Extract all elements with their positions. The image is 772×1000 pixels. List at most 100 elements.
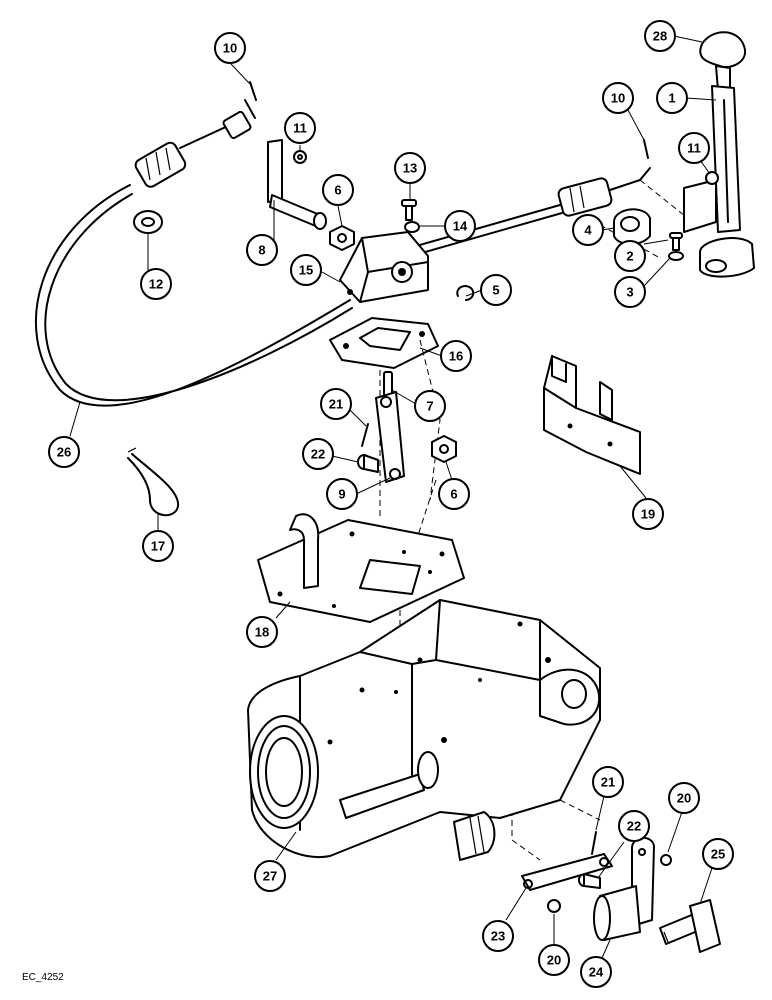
callout-16: 16 [440, 340, 472, 372]
svg-text:28: 28 [653, 29, 667, 44]
callout-24: 24 [580, 956, 612, 988]
screw-13 [401, 199, 417, 221]
nut-20-right [660, 854, 672, 866]
svg-text:24: 24 [589, 965, 604, 980]
callout-28: 28 [644, 20, 676, 52]
nut-6-upper [329, 225, 355, 251]
split-pin-10-left [249, 81, 257, 101]
valve-body-27 [247, 599, 601, 861]
lever-base-bracket [683, 179, 755, 278]
callout-20-right: 20 [668, 782, 700, 814]
callout-8: 8 [246, 234, 278, 266]
callout-19: 19 [632, 498, 664, 530]
svg-text:16: 16 [449, 349, 463, 364]
nut-20-left [547, 899, 561, 913]
svg-text:10: 10 [223, 41, 237, 56]
svg-text:19: 19 [641, 507, 655, 522]
callout-20-left: 20 [538, 944, 570, 976]
svg-text:11: 11 [687, 141, 701, 156]
callout-2: 2 [614, 240, 646, 272]
callout-1: 1 [656, 82, 688, 114]
svg-text:22: 22 [311, 447, 325, 462]
svg-text:25: 25 [711, 847, 725, 862]
svg-text:7: 7 [426, 399, 433, 414]
washer-14 [404, 221, 420, 233]
callout-11-right: 11 [678, 132, 710, 164]
callout-9: 9 [326, 478, 358, 510]
svg-text:20: 20 [547, 953, 561, 968]
svg-text:2: 2 [626, 249, 633, 264]
mounting-plate-18 [257, 513, 465, 623]
washer-12 [133, 210, 163, 234]
bracket-19 [543, 355, 641, 475]
svg-text:22: 22 [627, 819, 641, 834]
cable-end-fitting-left [134, 99, 256, 188]
lever-pin-8 [267, 139, 327, 230]
svg-text:6: 6 [334, 183, 341, 198]
svg-text:9: 9 [338, 487, 345, 502]
callout-15: 15 [290, 254, 322, 286]
svg-text:15: 15 [299, 263, 313, 278]
callout-13: 13 [394, 152, 426, 184]
lever-arm-24 [593, 837, 655, 941]
callout-25: 25 [702, 838, 734, 870]
svg-text:23: 23 [491, 929, 505, 944]
callout-21-lower: 21 [592, 766, 624, 798]
callout-3: 3 [614, 276, 646, 308]
svg-text:20: 20 [677, 791, 691, 806]
cable-end-fitting-right [557, 167, 651, 217]
svg-text:27: 27 [263, 869, 277, 884]
svg-text:17: 17 [151, 539, 165, 554]
svg-text:10: 10 [611, 91, 625, 106]
callout-10-left: 10 [214, 32, 246, 64]
reference-code: EC_4252 [22, 972, 64, 983]
leader-lines [69, 35, 717, 959]
svg-text:8: 8 [258, 243, 265, 258]
svg-text:12: 12 [149, 277, 163, 292]
callout-27: 27 [254, 860, 286, 892]
callout-4: 4 [572, 214, 604, 246]
callout-5: 5 [480, 274, 512, 306]
gasket-16 [329, 317, 439, 369]
link-23 [521, 853, 613, 891]
callout-7: 7 [414, 390, 446, 422]
split-pin-21-lower [591, 831, 597, 855]
screw-2 [669, 232, 683, 251]
assembly-line-center [379, 339, 441, 640]
callout-14: 14 [444, 210, 476, 242]
callout-17: 17 [142, 530, 174, 562]
svg-text:13: 13 [403, 161, 417, 176]
split-pin-21-upper [361, 423, 369, 447]
clevis-pin-22-upper [357, 454, 379, 473]
callout-10-right: 10 [602, 82, 634, 114]
clevis-pin-22-lower [578, 873, 601, 889]
circlip-5 [456, 285, 475, 301]
link-9 [375, 391, 405, 483]
split-pin-10-right [643, 139, 649, 159]
roll-pin-7 [383, 371, 393, 397]
svg-text:1: 1 [668, 91, 675, 106]
svg-text:5: 5 [492, 283, 499, 298]
svg-text:18: 18 [255, 625, 269, 640]
cable-tie-17 [127, 447, 180, 516]
svg-text:21: 21 [329, 397, 343, 412]
svg-text:26: 26 [57, 445, 71, 460]
svg-text:4: 4 [584, 223, 592, 238]
nut-11-right [705, 171, 719, 185]
callout-26: 26 [48, 436, 80, 468]
bolt-25 [659, 899, 721, 953]
svg-text:14: 14 [453, 219, 468, 234]
callout-18: 18 [246, 616, 278, 648]
callout-11-left: 11 [284, 112, 316, 144]
svg-text:3: 3 [626, 285, 633, 300]
callout-6-lower: 6 [438, 478, 470, 510]
callout-6-upper: 6 [322, 174, 354, 206]
control-lever-1 [699, 31, 747, 233]
nut-6-lower [431, 435, 457, 463]
svg-text:11: 11 [293, 121, 307, 136]
washer-3 [668, 251, 684, 261]
cap-4 [613, 208, 651, 246]
control-cable-left [35, 184, 353, 407]
callout-23: 23 [482, 920, 514, 952]
